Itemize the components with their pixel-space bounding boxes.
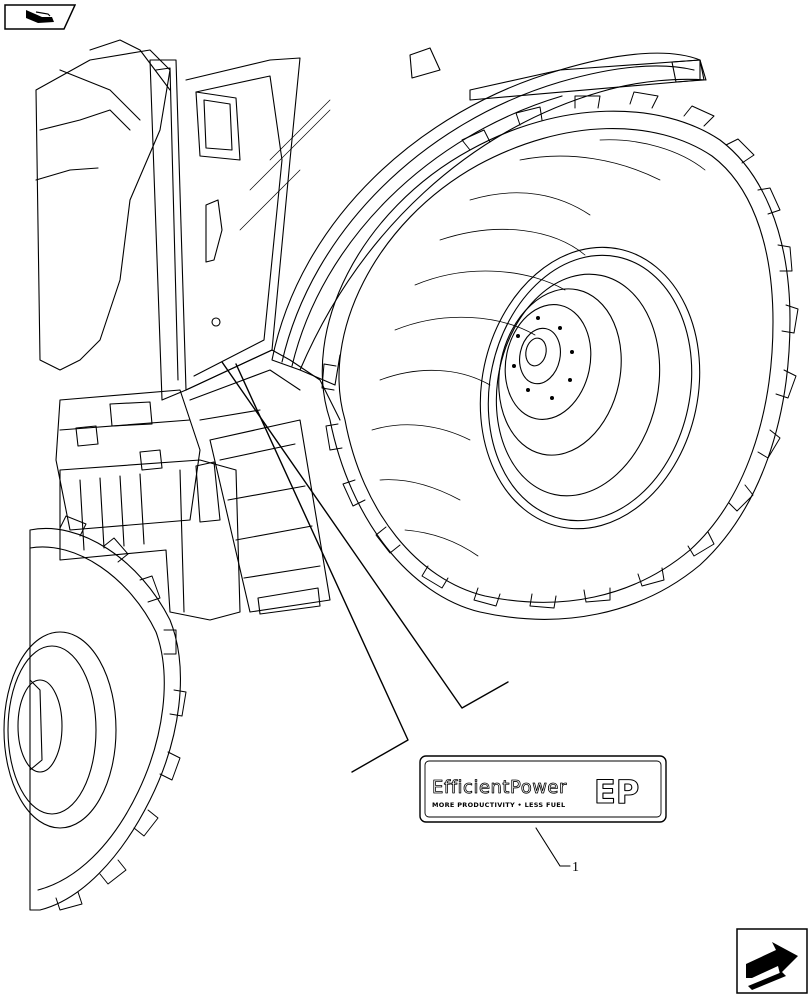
leader-lines — [221, 361, 571, 867]
cab-steps — [209, 419, 331, 613]
front-rim — [3, 631, 117, 829]
leader-line-lower — [235, 363, 409, 773]
arrow-back-icon — [4, 4, 77, 30]
leader-line-upper — [221, 361, 509, 709]
tractor-cab — [35, 39, 705, 621]
leader-line-callout — [535, 827, 571, 867]
rear-wheel — [271, 52, 799, 620]
previous-page-button[interactable] — [4, 4, 77, 30]
decal-brand-line: EfficientPower — [432, 777, 567, 798]
decal-frame — [419, 755, 667, 823]
front-tire — [29, 528, 181, 911]
fender — [271, 52, 707, 371]
arrow-forward-icon — [736, 928, 808, 994]
side-mirror — [195, 91, 241, 161]
decal-tagline: MORE PRODUCTIVITY • LESS FUEL — [432, 801, 565, 809]
door-handle — [205, 199, 223, 263]
efficientpower-decal: EfficientPower EP MORE PRODUCTIVITY • LE… — [419, 755, 667, 823]
fuel-tank — [59, 459, 241, 621]
rear-tire — [321, 110, 791, 620]
rear-rim — [479, 246, 701, 530]
front-wheel — [3, 515, 187, 911]
next-page-button[interactable] — [736, 928, 808, 994]
tool-box — [55, 389, 201, 531]
callout-number: 1 — [572, 860, 579, 875]
decal-brand-mark: EP — [594, 773, 639, 811]
